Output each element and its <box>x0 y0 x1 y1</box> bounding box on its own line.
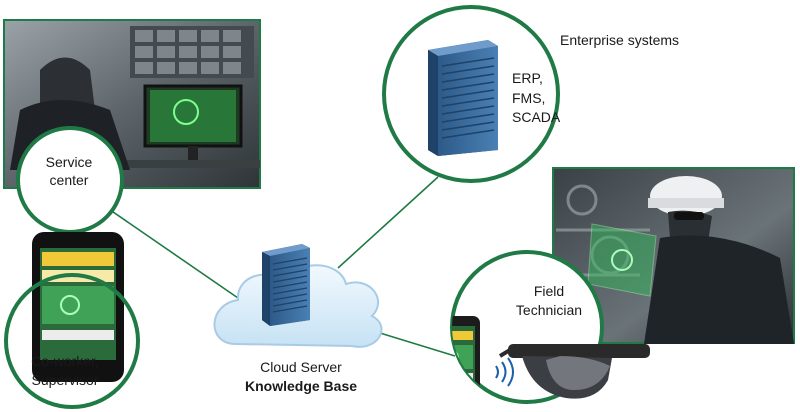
field-smartphone-icon <box>452 316 480 402</box>
enterprise-item-fms: FMS, <box>512 89 546 106</box>
enterprise-item-erp: ERP, <box>512 70 543 86</box>
cloud-server-label-line1: Cloud Server <box>260 359 342 375</box>
enterprise-systems-label: Enterprise systems <box>560 32 680 48</box>
connector-service-to-cloud <box>99 202 239 299</box>
enterprise-systems-node <box>382 5 560 183</box>
connector-lines <box>99 176 456 357</box>
service-center-label-line2: center <box>49 172 89 188</box>
coworker-circle <box>4 273 140 409</box>
field-technician-label-line2: Technician <box>515 302 583 318</box>
coworker-label-line1: Co-worker, <box>31 353 99 369</box>
server-tower-icon <box>428 40 498 156</box>
service-center-photo <box>3 19 261 189</box>
service-center-label: Service center <box>40 153 98 189</box>
cloud-server-node <box>213 244 383 348</box>
coworker-label-line2: Supervisor <box>31 372 99 388</box>
knowledge-base-label: Knowledge Base <box>244 378 358 394</box>
enterprise-item-scada: SCADA <box>512 109 561 125</box>
connector-cloud-to-field <box>379 332 456 357</box>
service-center-label-line1: Service <box>45 154 93 170</box>
field-technician-photo <box>552 167 795 344</box>
connector-enterprise-to-cloud <box>337 176 439 269</box>
cloud-server-label: Cloud Server Knowledge Base <box>226 358 376 396</box>
wireless-signal-icon <box>495 357 514 387</box>
field-technician-label-line1: Field <box>533 283 565 299</box>
cloud-server-tower-icon <box>262 244 310 326</box>
enterprise-systems-list: ERP, FMS, SCADA <box>512 69 560 128</box>
field-technician-label: Field Technician <box>508 282 590 320</box>
coworker-supervisor-label: Co-worker, Supervisor <box>26 352 104 390</box>
smart-glasses-icon <box>498 344 650 399</box>
